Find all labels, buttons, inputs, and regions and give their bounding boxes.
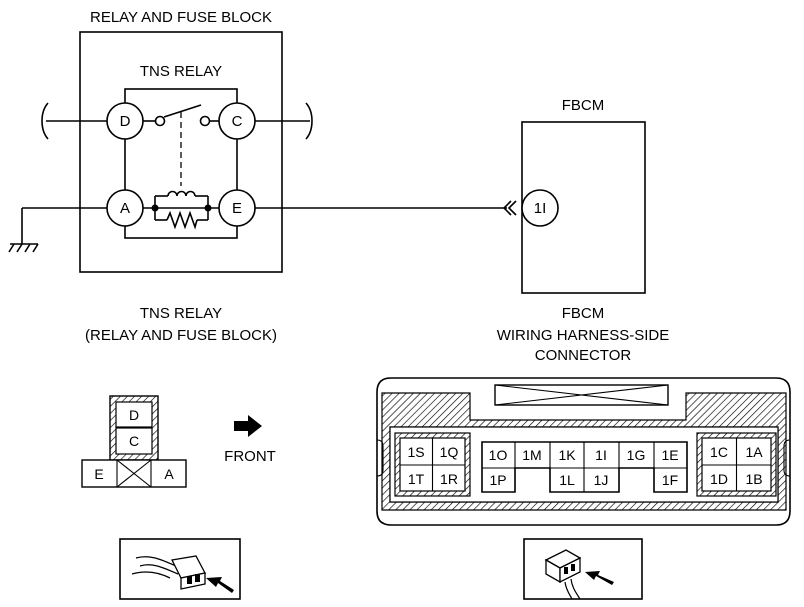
wire-d-outside <box>41 102 107 140</box>
terminal-d: D <box>106 102 144 140</box>
terminal-c: C <box>218 102 256 140</box>
cavity-1p: 1P <box>489 472 506 488</box>
relay-plug-illustration <box>119 538 241 600</box>
terminal-e: E <box>218 189 256 227</box>
connector-mark <box>502 200 517 216</box>
tns-relay-title: TNS RELAY <box>140 63 222 80</box>
fbcm-plug-illustration <box>523 538 643 600</box>
cavity-1i: 1I <box>595 447 607 463</box>
terminal-a-label: A <box>120 200 130 217</box>
relay-cavity-d: D <box>129 407 139 423</box>
cavity-1e: 1E <box>661 447 678 463</box>
cavity-1g: 1G <box>627 447 646 463</box>
cavity-1s: 1S <box>407 444 424 460</box>
tns-relay-box <box>124 88 238 239</box>
terminal-e-label: E <box>232 200 242 217</box>
ground-wire <box>21 207 107 244</box>
relay-caption-line1: TNS RELAY <box>140 305 222 322</box>
fbcm-caption-line3: CONNECTOR <box>535 347 632 364</box>
fbcm-title: FBCM <box>562 97 605 114</box>
cavity-1f: 1F <box>662 472 678 488</box>
relay-coil <box>143 190 219 230</box>
terminal-a: A <box>106 189 144 227</box>
wire-c-outside <box>255 102 313 140</box>
relay-and-fuse-block <box>79 31 283 273</box>
cavity-1l: 1L <box>559 472 575 488</box>
relay-cavity-e: E <box>94 466 103 482</box>
terminal-c-label: C <box>232 113 243 130</box>
cavity-1b: 1B <box>745 471 762 487</box>
cavity-1o: 1O <box>489 447 508 463</box>
cavity-1t: 1T <box>408 471 425 487</box>
terminal-1i: 1I <box>521 189 559 227</box>
front-arrow-icon <box>234 415 262 437</box>
cavity-1j: 1J <box>594 472 609 488</box>
fbcm-connector-face: 1S 1Q 1T 1R 1O 1M 1K 1I 1G 1E 1P 1L 1J 1… <box>376 377 791 526</box>
fbcm-caption-line1: FBCM <box>562 305 605 322</box>
cavity-1m: 1M <box>522 447 541 463</box>
relay-connector-face: D C E A <box>81 395 187 488</box>
relay-switch <box>143 104 219 186</box>
cavity-1r: 1R <box>440 471 458 487</box>
cavity-1k: 1K <box>558 447 576 463</box>
relay-cavity-c: C <box>129 433 139 449</box>
relay-cavity-a: A <box>164 466 174 482</box>
cavity-1q: 1Q <box>440 444 459 460</box>
terminal-d-label: D <box>120 113 131 130</box>
relay-caption-line2: (RELAY AND FUSE BLOCK) <box>85 327 277 344</box>
terminal-1i-label: 1I <box>534 200 547 217</box>
cavity-1d: 1D <box>710 471 728 487</box>
front-label: FRONT <box>224 448 276 465</box>
cavity-1a: 1A <box>745 444 763 460</box>
fbcm-caption-line2: WIRING HARNESS-SIDE <box>497 327 670 344</box>
ground-symbol <box>8 243 39 253</box>
relay-block-title: RELAY AND FUSE BLOCK <box>90 9 272 26</box>
cavity-1c: 1C <box>710 444 728 460</box>
